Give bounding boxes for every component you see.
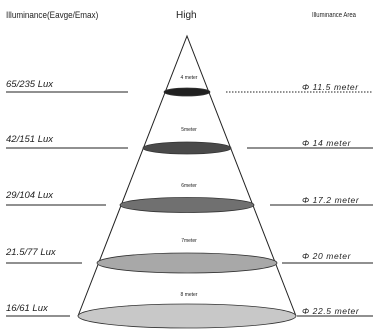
area-label-4m: Φ 11.5 meter — [302, 82, 359, 92]
illuminance-area-header: Illuminance Area — [312, 12, 357, 19]
beam-ellipse — [96, 252, 278, 274]
distance-label-6m: 6meter — [181, 183, 197, 189]
distance-label-8m: 8 meter — [180, 292, 198, 298]
height-header: High — [176, 10, 197, 21]
lux-label-4m: 65/235 Lux — [6, 79, 54, 90]
cone-outline — [77, 34, 297, 317]
beam-ellipse — [163, 87, 211, 97]
beam-ellipse — [119, 197, 255, 213]
area-label-7m: Φ 20 meter — [302, 251, 352, 261]
lux-label-7m: 21.5/77 Lux — [6, 247, 56, 258]
illuminance-header: Illuminance(Eavge/Emax) — [6, 10, 99, 20]
distance-label-4m: 4 meter — [180, 75, 198, 81]
area-label-6m: Φ 17.2 meter — [302, 195, 360, 205]
lux-label-5m: 42/151 Lux — [6, 134, 54, 145]
beam-ellipse — [77, 303, 297, 329]
area-label-5m: Φ 14 meter — [302, 138, 352, 148]
beam-ellipse — [142, 141, 232, 155]
lux-label-6m: 29/104 Lux — [6, 190, 54, 201]
distance-label-5m: 5meter — [181, 127, 197, 133]
distance-label-7m: 7meter — [181, 238, 197, 244]
lux-label-8m: 16/61 Lux — [6, 303, 48, 314]
area-label-8m: Φ 22.5 meter — [302, 306, 360, 316]
